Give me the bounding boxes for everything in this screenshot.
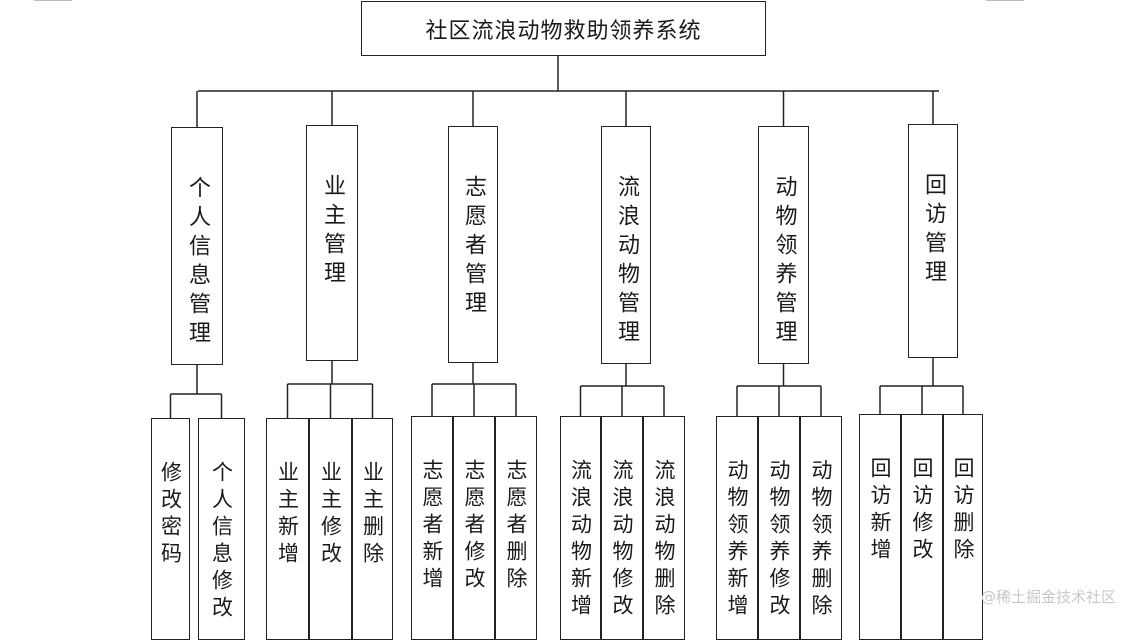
- watermark: @稀土掘金技术社区: [980, 588, 1116, 606]
- leaf-node: 业主新增: [266, 418, 309, 640]
- connector-lines: [169, 56, 964, 418]
- org-chart: 社区流浪动物救助领养系统 个人信息管理 修改密码 个人信息修改 业主管理 业主新…: [34, 0, 1116, 640]
- leaf-node: 修改密码: [151, 418, 190, 640]
- module-label: 业主管理: [320, 174, 345, 290]
- leaf-label: 业主修改: [318, 461, 343, 569]
- module-node-owner: 业主管理: [306, 125, 358, 361]
- leaf-node: 动物领养删除: [800, 416, 842, 640]
- root-node-label: 社区流浪动物救助领养系统: [425, 18, 702, 44]
- leaf-node: 志愿者删除: [495, 416, 537, 640]
- leaf-label: 流浪动物新增: [568, 459, 593, 621]
- module-label: 回访管理: [921, 173, 946, 289]
- leaf-node: 流浪动物删除: [643, 416, 685, 640]
- leaf-label: 回访修改: [910, 457, 934, 565]
- module-label: 流浪动物管理: [614, 175, 639, 349]
- leaf-node: 回访新增: [859, 414, 901, 640]
- leaf-node: 个人信息修改: [198, 418, 245, 640]
- leaf-label: 动物领养修改: [767, 459, 791, 621]
- leaf-label: 动物领养新增: [725, 459, 749, 621]
- leaf-node: 回访删除: [943, 414, 983, 640]
- leaf-label: 动物领养删除: [809, 459, 833, 621]
- page-corner-mark-right: [986, 0, 1024, 1]
- module-node-adoption: 动物领养管理: [758, 126, 809, 364]
- leaf-label: 业主删除: [360, 461, 385, 569]
- page-corner-mark-left: [34, 0, 72, 1]
- leaf-label: 回访新增: [868, 457, 892, 565]
- module-node-personal-info: 个人信息管理: [171, 127, 223, 365]
- leaf-label: 志愿者修改: [462, 459, 486, 594]
- leaf-node: 业主修改: [309, 418, 352, 640]
- module-label: 动物领养管理: [771, 175, 797, 349]
- leaf-label: 回访删除: [951, 457, 975, 565]
- leaf-node: 流浪动物新增: [560, 416, 601, 640]
- leaf-node: 业主删除: [352, 418, 393, 640]
- leaf-node: 志愿者修改: [453, 416, 495, 640]
- module-label: 个人信息管理: [185, 176, 210, 350]
- leaf-label: 流浪动物删除: [652, 459, 676, 621]
- root-node: 社区流浪动物救助领养系统: [361, 1, 766, 56]
- leaf-label: 流浪动物修改: [610, 459, 634, 621]
- module-label: 志愿者管理: [461, 175, 486, 320]
- module-node-stray-animal: 流浪动物管理: [601, 126, 651, 364]
- leaf-node: 动物领养新增: [716, 416, 758, 640]
- module-node-follow-up: 回访管理: [908, 124, 958, 358]
- leaf-node: 回访修改: [901, 414, 943, 640]
- leaf-label: 个人信息修改: [209, 461, 234, 623]
- leaf-label: 修改密码: [158, 461, 183, 569]
- leaf-node: 动物领养修改: [758, 416, 800, 640]
- leaf-node: 志愿者新增: [411, 416, 453, 640]
- leaf-label: 志愿者新增: [420, 459, 444, 594]
- leaf-label: 业主新增: [275, 461, 300, 569]
- leaf-node: 流浪动物修改: [601, 416, 643, 640]
- module-node-volunteer: 志愿者管理: [448, 126, 498, 363]
- leaf-label: 志愿者删除: [504, 459, 528, 594]
